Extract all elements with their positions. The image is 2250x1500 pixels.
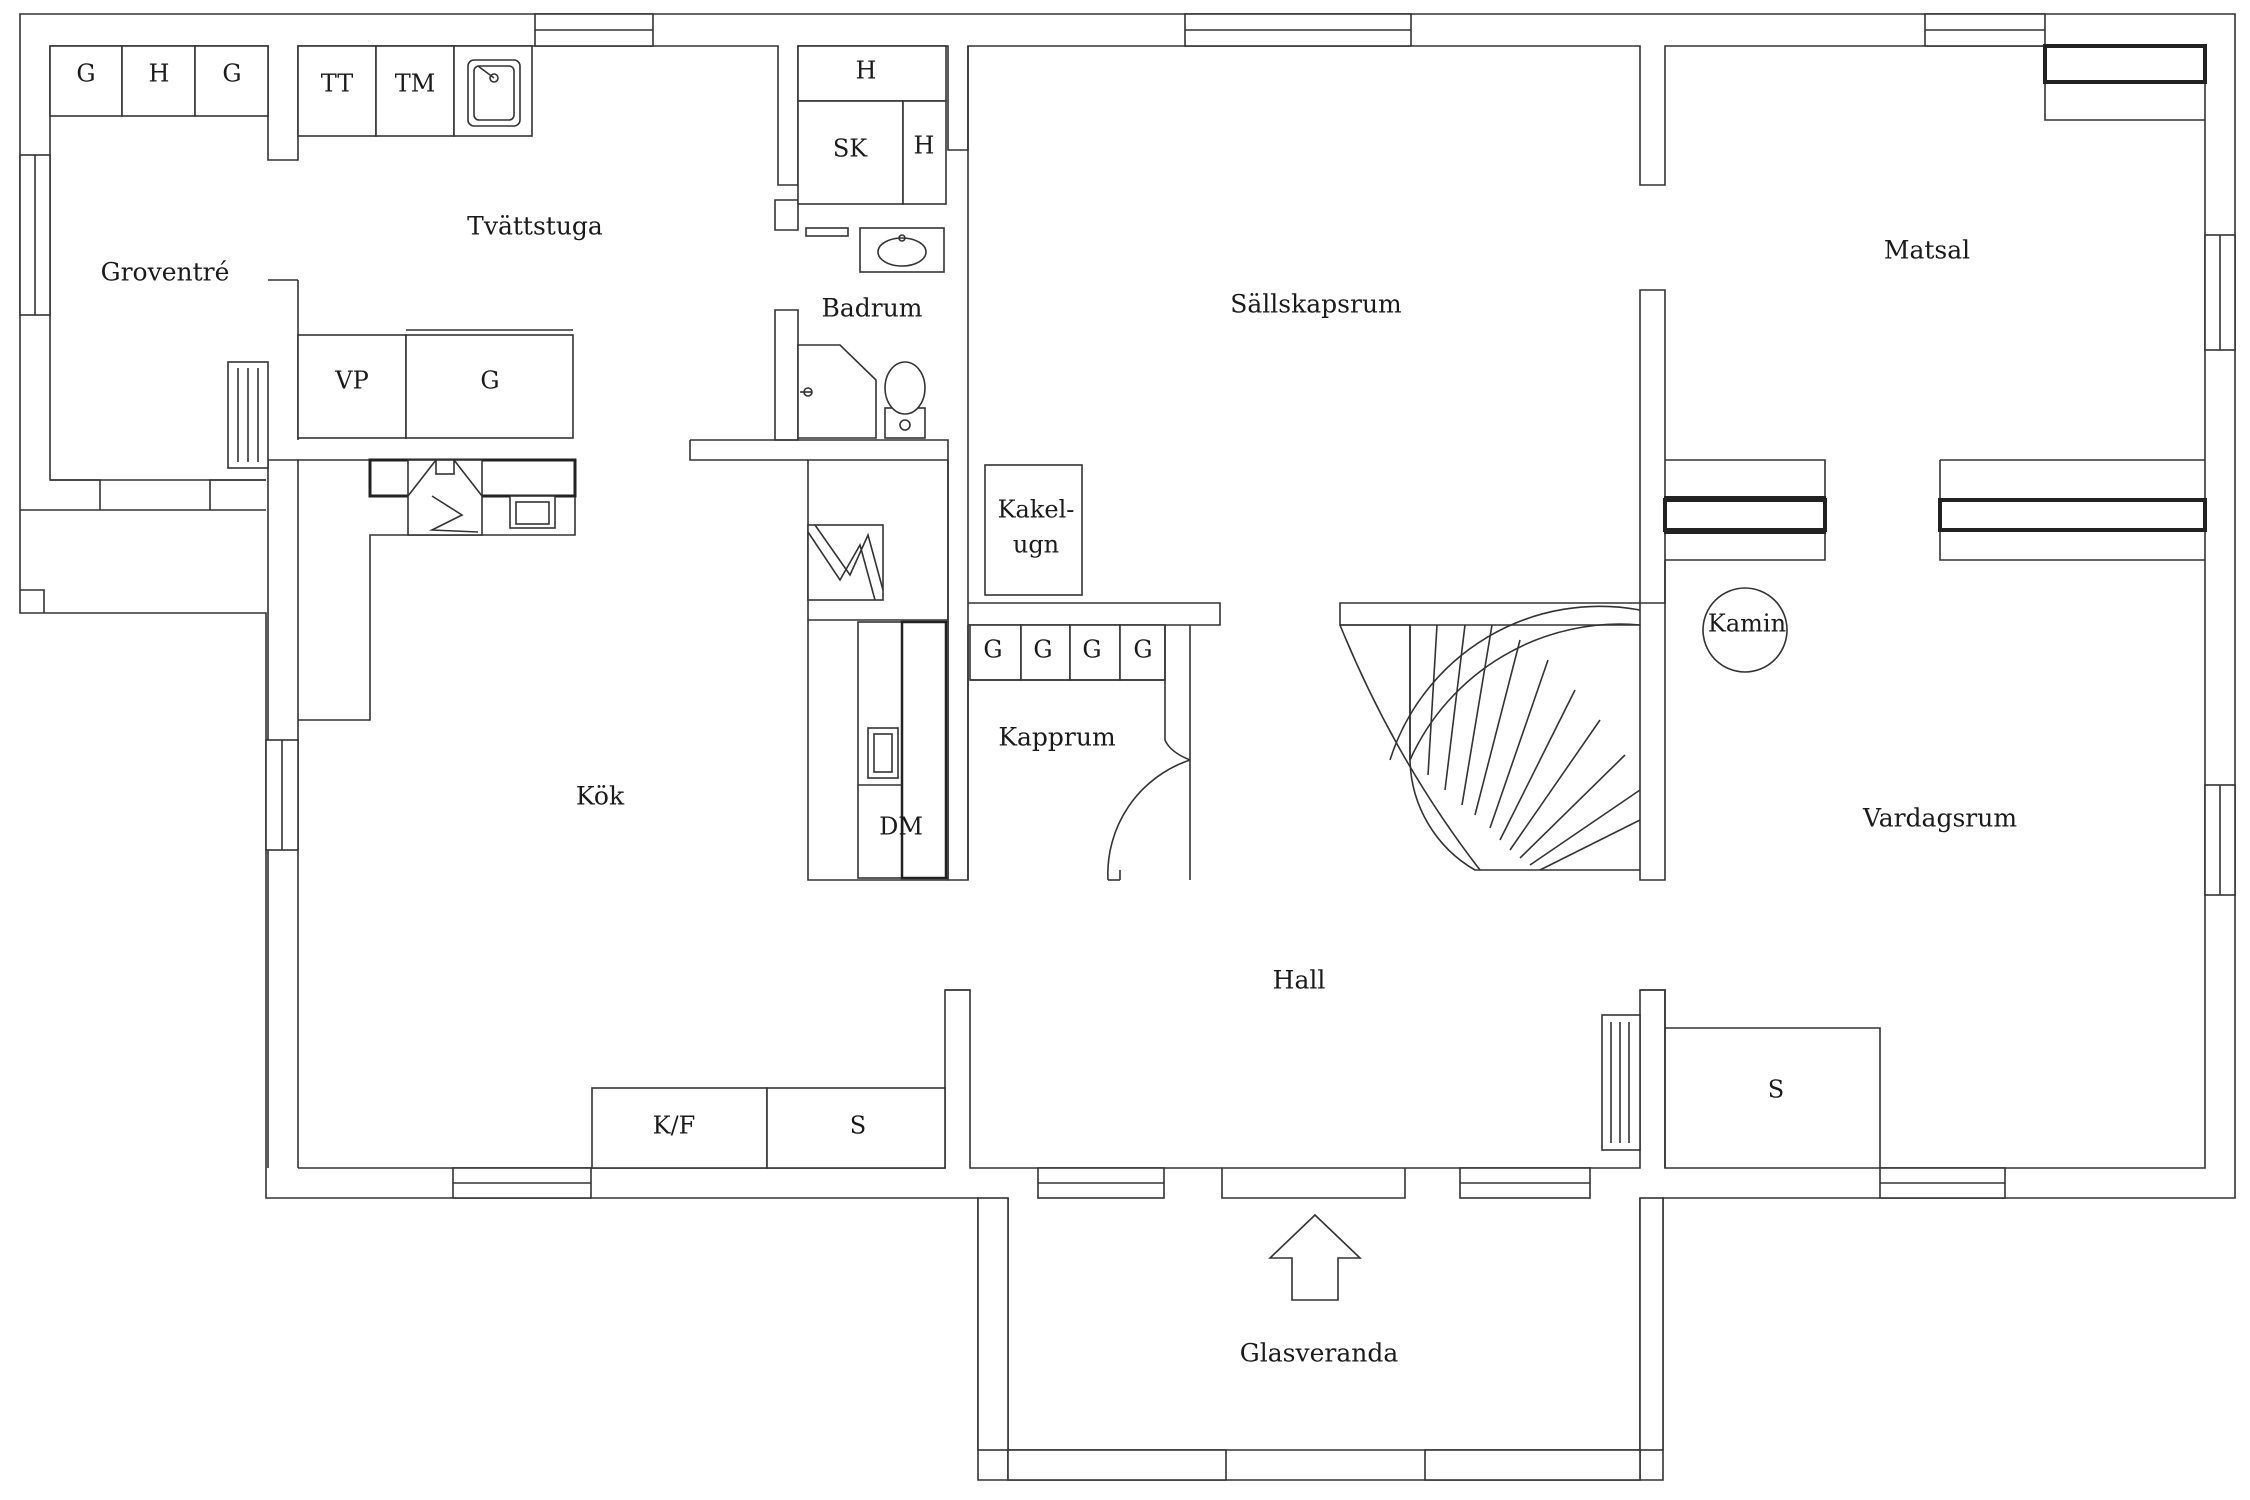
staircase-icon [1339, 605, 1641, 871]
entrance-arrow-icon [1268, 1213, 1362, 1301]
fixture-label: G [1133, 636, 1152, 664]
room-label-hall: Hall [1273, 966, 1326, 995]
kitchen-sink-icon [509, 495, 556, 529]
radiator-hall [1601, 1014, 1641, 1151]
room-labels: Groventré Tvättstuga Badrum Sällskapsrum… [101, 212, 2018, 1368]
fixture-label: TM [395, 70, 436, 98]
kapprum-door-arc [1107, 680, 1191, 881]
fixture-label: K/F [653, 1112, 696, 1140]
corner-detail [20, 589, 45, 613]
fireplace-kamin [1702, 587, 1788, 673]
room-label-kapprum: Kapprum [998, 723, 1116, 752]
windows [19, 13, 2236, 1481]
kapprum-cabinets [969, 624, 1166, 681]
fixture-label: G [983, 636, 1002, 664]
room-label-sallskapsrum: Sällskapsrum [1230, 290, 1402, 319]
fridge-freezer-row [591, 1087, 946, 1169]
fixture-label: H [149, 60, 170, 88]
dishwasher-counter [857, 620, 949, 880]
interior-walls [50, 44, 2207, 1168]
room-label-vardagsrum: Vardagsrum [1862, 804, 2017, 833]
fixture-label: G [222, 60, 241, 88]
fixture-label: S [850, 1112, 866, 1140]
fixture-labels: G H G TT TM H SK H VP G Kakel- ugn G G G… [76, 57, 1786, 1140]
room-label-matsal: Matsal [1884, 236, 1970, 265]
room-label-kok: Kök [576, 782, 625, 811]
fixture-label: ugn [1013, 531, 1059, 559]
room-label-glasveranda: Glasveranda [1240, 1339, 1399, 1368]
fixture-label: VP [334, 367, 368, 395]
towel-rail-icon [805, 227, 849, 237]
room-label-tvattstuga: Tvättstuga [467, 212, 603, 241]
fixture-label: G [1033, 636, 1052, 664]
fixture-label: Kamin [1708, 610, 1786, 638]
fixture-label: H [856, 57, 877, 85]
groventre-cabinets [49, 45, 269, 117]
fixture-label: TT [321, 70, 353, 98]
fixture-label: H [914, 132, 935, 160]
chimney-icon [807, 524, 884, 601]
fixture-label: G [76, 60, 95, 88]
bath-sink-icon [859, 227, 945, 273]
fixture-label: S [1768, 1076, 1784, 1104]
fixture-label: G [480, 367, 499, 395]
room-label-badrum: Badrum [821, 294, 922, 323]
vp-cabinets [297, 329, 574, 439]
bathroom-cabinets [797, 45, 947, 205]
fixture-label: Kakel- [998, 496, 1075, 524]
fixture-label: DM [879, 813, 923, 841]
toilet-icon [884, 361, 926, 439]
laundry-sink-icon [467, 59, 521, 127]
radiator-groventre [227, 361, 269, 469]
stove-hood-icon [368, 458, 577, 536]
tiled-stove [984, 464, 1083, 596]
shower-icon [797, 344, 877, 439]
fixture-label: SK [833, 135, 868, 163]
room-label-groventre: Groventré [101, 258, 230, 287]
fixture-label: G [1082, 636, 1101, 664]
outer-walls [19, 13, 2236, 1481]
